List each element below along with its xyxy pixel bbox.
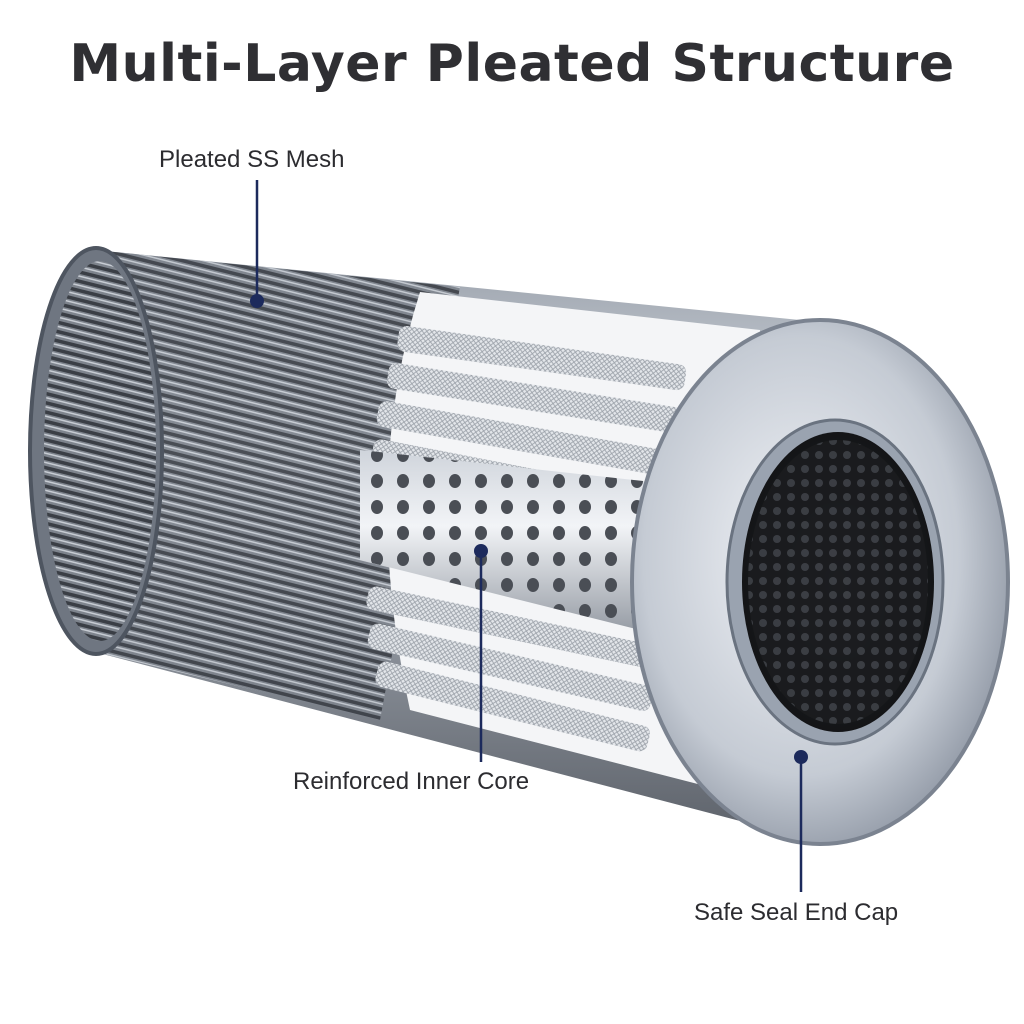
leader-core-dot [474,544,488,558]
cutaway-section [360,292,760,800]
end-cap [630,318,1010,846]
callout-inner-core: Reinforced Inner Core [293,768,530,795]
leader-cap-dot [794,750,808,764]
leader-mesh-dot [250,294,264,308]
callout-end-cap: Safe Seal End Cap [694,899,899,926]
callout-leaders [250,180,808,892]
perforated-core [360,450,680,640]
diagram-title: Multi-Layer Pleated Structure [69,34,955,94]
callout-pleated-mesh: Pleated SS Mesh [159,146,345,173]
